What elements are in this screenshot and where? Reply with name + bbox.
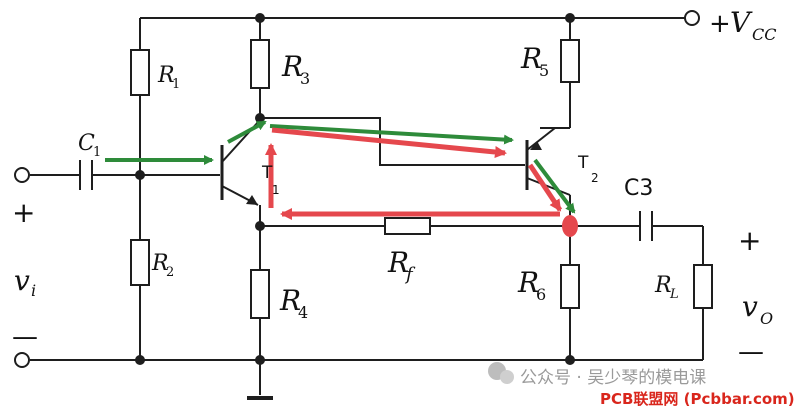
- t1-emitter-arrow-icon: [246, 195, 258, 205]
- c1-label: C: [78, 131, 95, 156]
- r2-subscript: 2: [166, 265, 174, 280]
- output-minus-sign: —: [738, 337, 764, 367]
- resistors: [130, 39, 713, 319]
- output-plus-sign: +: [738, 224, 761, 257]
- vi-label: v: [14, 264, 30, 297]
- input-plus-sign: +: [12, 196, 35, 229]
- r5-subscript: 5: [539, 61, 549, 80]
- c3-label: C3: [624, 176, 653, 201]
- rf-label: R: [387, 246, 409, 279]
- r2-label: R: [151, 251, 169, 276]
- c1-subscript: 1: [93, 145, 101, 160]
- vcc-label: V: [730, 6, 753, 39]
- component-labels: + V CC C 1 R 1 R 2 R 3 R 4 R 5 R 6 R f R…: [12, 6, 776, 367]
- output-node-highlight: [562, 215, 578, 237]
- input-terminal-bottom: [14, 352, 30, 368]
- junction-dot: [255, 221, 265, 231]
- capacitors: [79, 160, 653, 241]
- r6-subscript: 6: [536, 285, 546, 304]
- t2-collector-lead: [526, 177, 571, 196]
- r3-label: R: [281, 50, 303, 83]
- r1-subscript: 1: [172, 77, 180, 92]
- vi-subscript: i: [31, 281, 36, 300]
- rl-label: R: [654, 273, 672, 298]
- resistor-r6: [560, 264, 580, 309]
- r1-label: R: [157, 63, 175, 88]
- r4-subscript: 4: [298, 303, 308, 322]
- red-arrow-to-t2: [271, 127, 507, 158]
- junction-dot: [255, 13, 265, 23]
- vo-subscript: O: [760, 309, 773, 328]
- junction-dot: [255, 113, 265, 123]
- junction-dot: [565, 355, 575, 365]
- t1-subscript: 1: [272, 183, 280, 197]
- r5-label: R: [520, 42, 542, 75]
- watermark-channel: 公众号 · 吴少琴的模电课: [520, 368, 706, 388]
- transistor-t2: [525, 127, 571, 196]
- input-minus-sign: —: [12, 322, 38, 352]
- green-arrow-to-t2: [269, 124, 514, 145]
- signal-flow-arrows: [105, 120, 578, 237]
- t1-label: T: [261, 163, 273, 183]
- watermark: 公众号 · 吴少琴的模电课 PCB联盟网 (Pcbbar.com): [488, 362, 795, 408]
- vcc-plus-sign: +: [709, 9, 731, 39]
- vcc-subscript: CC: [752, 25, 776, 44]
- rl-subscript: L: [669, 287, 679, 302]
- junction-dot: [565, 13, 575, 23]
- resistor-rl: [693, 264, 713, 309]
- r6-label: R: [517, 266, 539, 299]
- r4-label: R: [279, 284, 301, 317]
- junction-dot: [255, 355, 265, 365]
- resistor-r1: [130, 49, 150, 96]
- junction-dots: [135, 13, 575, 365]
- t2-emitter-lead: [526, 127, 556, 151]
- green-arrow-output: [533, 158, 576, 214]
- input-terminal-top: [14, 167, 30, 183]
- r3-subscript: 3: [300, 69, 310, 88]
- junction-dot: [135, 355, 145, 365]
- resistor-r2: [130, 239, 150, 286]
- green-arrow-t1: [227, 120, 267, 144]
- vo-label: v: [742, 290, 758, 323]
- resistor-r5: [560, 39, 580, 83]
- junction-dot: [135, 170, 145, 180]
- resistor-rf: [384, 217, 431, 235]
- t2-label: T: [577, 153, 589, 173]
- t2-emitter-arrow-icon: [530, 141, 542, 150]
- terminals: [14, 10, 700, 368]
- watermark-site: PCB联盟网 (Pcbbar.com): [600, 390, 795, 408]
- t2-subscript: 2: [591, 171, 599, 185]
- resistor-r3: [250, 39, 270, 89]
- vcc-terminal: [684, 10, 700, 26]
- wechat-icon-bubble: [500, 370, 514, 384]
- red-arrow-t2: [527, 163, 563, 212]
- rf-subscript: f: [404, 264, 416, 285]
- resistor-r4: [250, 269, 270, 319]
